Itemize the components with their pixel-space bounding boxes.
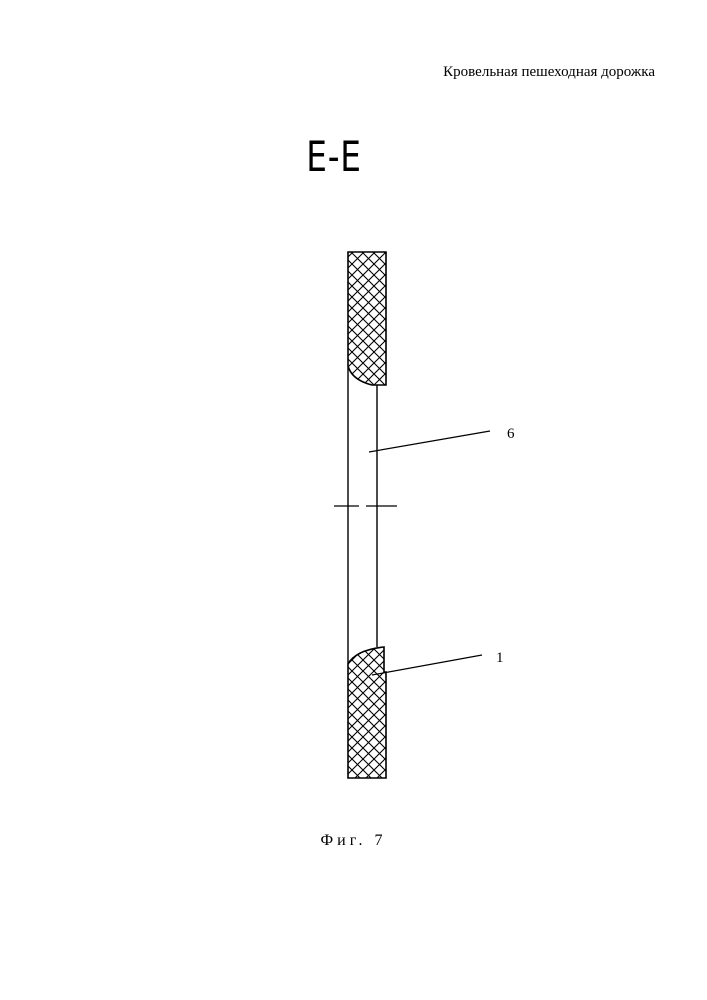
lower-hatched-section <box>348 647 386 778</box>
leader-line-1 <box>372 655 482 675</box>
leader-line-6 <box>369 431 490 452</box>
callout-label-6: 6 <box>507 426 515 443</box>
upper-hatched-section <box>348 252 386 385</box>
figure-caption: Фиг. 7 <box>0 832 707 850</box>
callout-label-1: 1 <box>496 650 504 667</box>
